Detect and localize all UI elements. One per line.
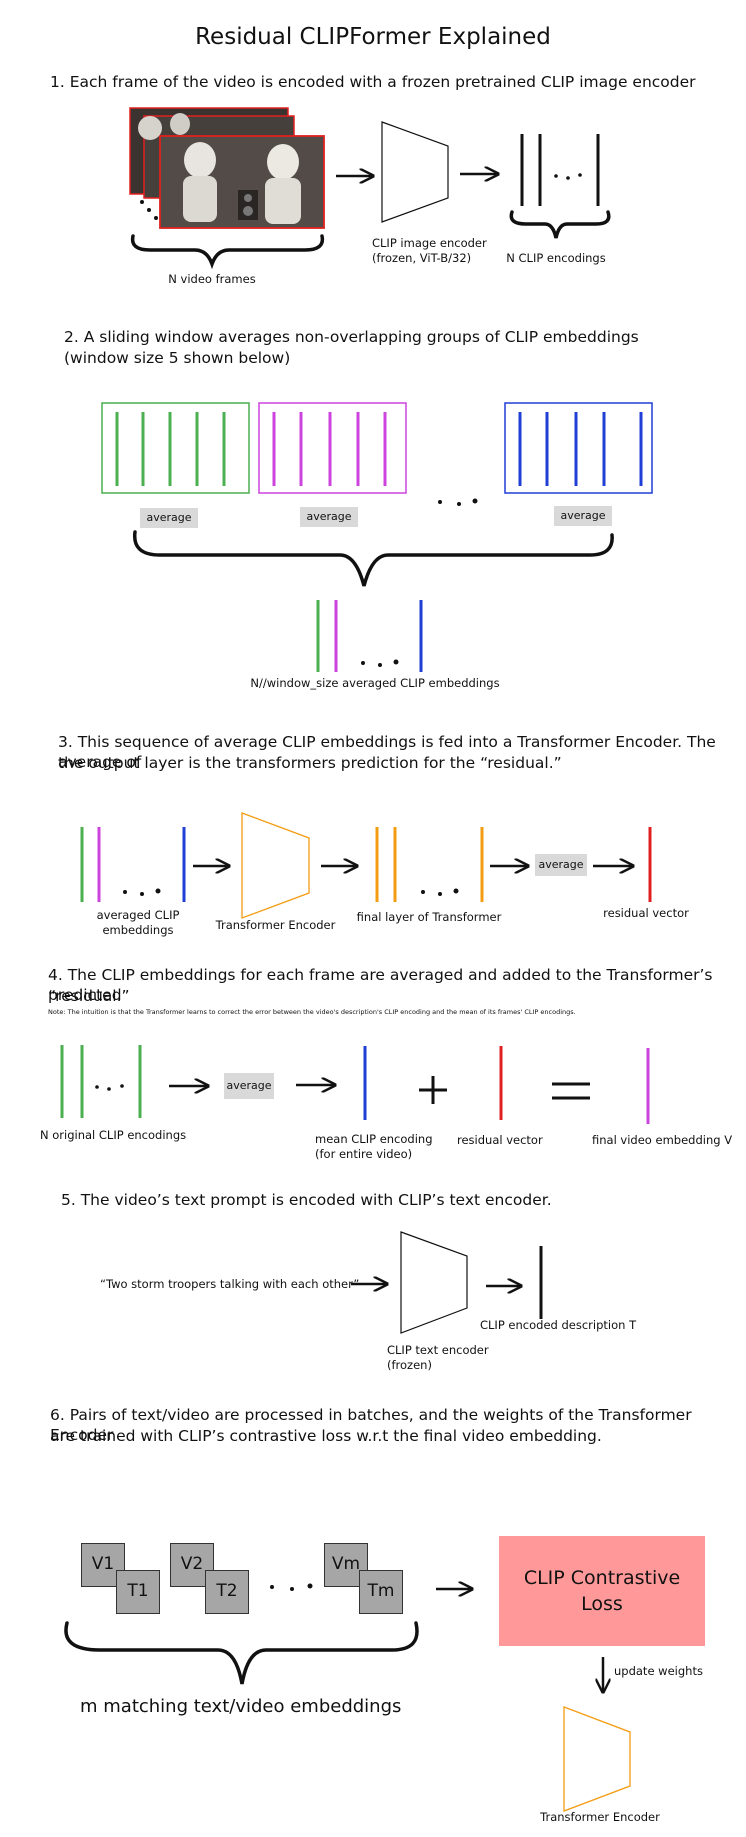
- windows-brace: [132, 530, 614, 593]
- step-4-heading-line-2: “residual.”: [48, 987, 130, 1005]
- clip-encodings-lines: [520, 134, 600, 206]
- step-3-heading-line-1: 3. This sequence of average CLIP embeddi…: [58, 733, 716, 771]
- pair-2-video-box: V2: [170, 1543, 214, 1587]
- pairs-label: m matching text/video embeddings: [80, 1696, 402, 1717]
- window-box-magenta: [258, 402, 407, 494]
- plus-sign: [419, 1076, 447, 1104]
- final-layer-ellipsis: [421, 888, 459, 896]
- windows-ellipsis: [438, 498, 478, 506]
- page-title: Residual CLIPFormer Explained: [195, 24, 551, 50]
- step-5-heading: 5. The video’s text prompt is encoded wi…: [61, 1191, 552, 1209]
- averaged-embeddings-lines: [316, 600, 423, 672]
- s3-input-ellipsis: [123, 888, 161, 896]
- text-prompt: “Two storm troopers talking with each ot…: [100, 1277, 360, 1291]
- mean-encoding-label-2: (for entire video): [315, 1147, 413, 1161]
- s3-input-lines: [80, 827, 186, 902]
- original-encodings-label: N original CLIP encodings: [40, 1128, 187, 1142]
- clip-text-encoder-shape: [400, 1231, 468, 1334]
- loss-label-line-2: Loss: [581, 1593, 623, 1615]
- average-box-blue: average: [554, 506, 612, 526]
- encodings-ellipsis: [554, 173, 582, 180]
- averaged-ellipsis: [361, 659, 399, 667]
- loss-label-line-1: CLIP Contrastive: [523, 1567, 681, 1589]
- s4-average-box: average: [224, 1073, 274, 1099]
- step-6-heading-line-2: are trained with CLIP’s contrastive loss…: [50, 1427, 602, 1445]
- s3-residual-label: residual vector: [603, 906, 689, 920]
- pairs-brace: [64, 1621, 419, 1685]
- final-layer-label: final layer of Transformer: [356, 910, 502, 924]
- video-frames-stack: [129, 107, 325, 229]
- encodings-brace: [509, 210, 611, 239]
- s3-input-label: averaged CLIP embeddings: [96, 908, 180, 937]
- step-6-heading-line-1: 6. Pairs of text/video are processed in …: [50, 1406, 692, 1444]
- window-box-blue: [504, 402, 653, 494]
- text-encoder-label-1: CLIP text encoder: [387, 1343, 489, 1357]
- frames-brace: [130, 234, 325, 270]
- step-2-heading-line-2: (window size 5 shown below): [64, 349, 291, 367]
- s3-average-box: average: [535, 854, 587, 876]
- step-4-note: Note: The intuition is that the Transfor…: [48, 1008, 576, 1016]
- contrastive-loss-box: CLIP Contrastive Loss: [499, 1536, 705, 1646]
- s4-residual-label: residual vector: [457, 1133, 543, 1147]
- s4-original-lines: [60, 1045, 142, 1118]
- window-box-green: [101, 402, 250, 494]
- step-3-heading-line-2: the output layer is the transformers pre…: [58, 754, 562, 772]
- mean-encoding-label-1: mean CLIP encoding: [315, 1132, 433, 1146]
- text-encoding-label: CLIP encoded description T: [480, 1318, 637, 1332]
- image-encoder-label-1: CLIP image encoder: [372, 236, 487, 250]
- image-encoder-label-2: (frozen, ViT-B/32): [372, 251, 472, 265]
- frames-ellipsis: [140, 200, 158, 220]
- pair-m-text-box: Tm: [359, 1570, 403, 1614]
- s4-ellipsis: [95, 1084, 124, 1091]
- transformer-encoder-shape-2: [563, 1706, 631, 1812]
- final-layer-lines: [375, 827, 484, 902]
- step-1-heading: 1. Each frame of the video is encoded wi…: [50, 73, 696, 91]
- equals-sign: [552, 1082, 590, 1100]
- update-weights-label: update weights: [614, 1664, 703, 1678]
- text-encoder-label-2: (frozen): [387, 1358, 432, 1372]
- pair-1-text-box: T1: [116, 1570, 160, 1614]
- pairs-ellipsis: [270, 1583, 313, 1591]
- averaged-embeddings-label: N//window_size averaged CLIP embeddings: [250, 676, 500, 690]
- frames-label: N video frames: [168, 272, 256, 286]
- encodings-label: N CLIP encodings: [506, 251, 606, 265]
- average-box-magenta: average: [300, 507, 358, 527]
- transformer-encoder-shape: [241, 812, 310, 919]
- s6-encoder-label: Transformer Encoder: [540, 1810, 660, 1824]
- s3-encoder-label: Transformer Encoder: [215, 918, 336, 932]
- average-box-green: average: [140, 508, 198, 528]
- clip-image-encoder-shape: [381, 121, 449, 223]
- pair-2-text-box: T2: [205, 1570, 249, 1614]
- step-2-heading-line-1: 2. A sliding window averages non-overlap…: [64, 328, 639, 346]
- step-4-heading-line-1: 4. The CLIP embeddings for each frame ar…: [48, 966, 713, 1004]
- final-embedding-label: final video embedding V: [592, 1133, 733, 1147]
